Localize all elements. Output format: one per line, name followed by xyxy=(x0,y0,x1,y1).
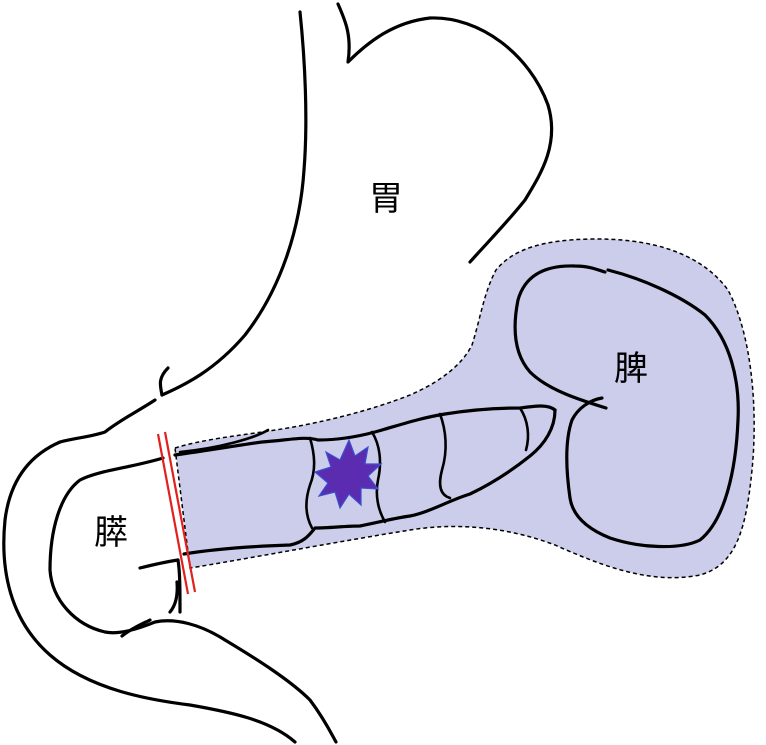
label-stomach: 胃 xyxy=(369,179,403,219)
spleen-outline xyxy=(513,264,740,549)
resection-region xyxy=(174,238,755,579)
duodenum-outline xyxy=(2,440,338,744)
cut-line xyxy=(156,431,197,595)
pancreas-outline xyxy=(173,404,557,556)
tumor-starburst-icon xyxy=(313,438,383,510)
label-pancreas: 膵 xyxy=(94,513,128,553)
stomach-outline xyxy=(58,2,554,444)
label-spleen: 脾 xyxy=(614,349,648,389)
